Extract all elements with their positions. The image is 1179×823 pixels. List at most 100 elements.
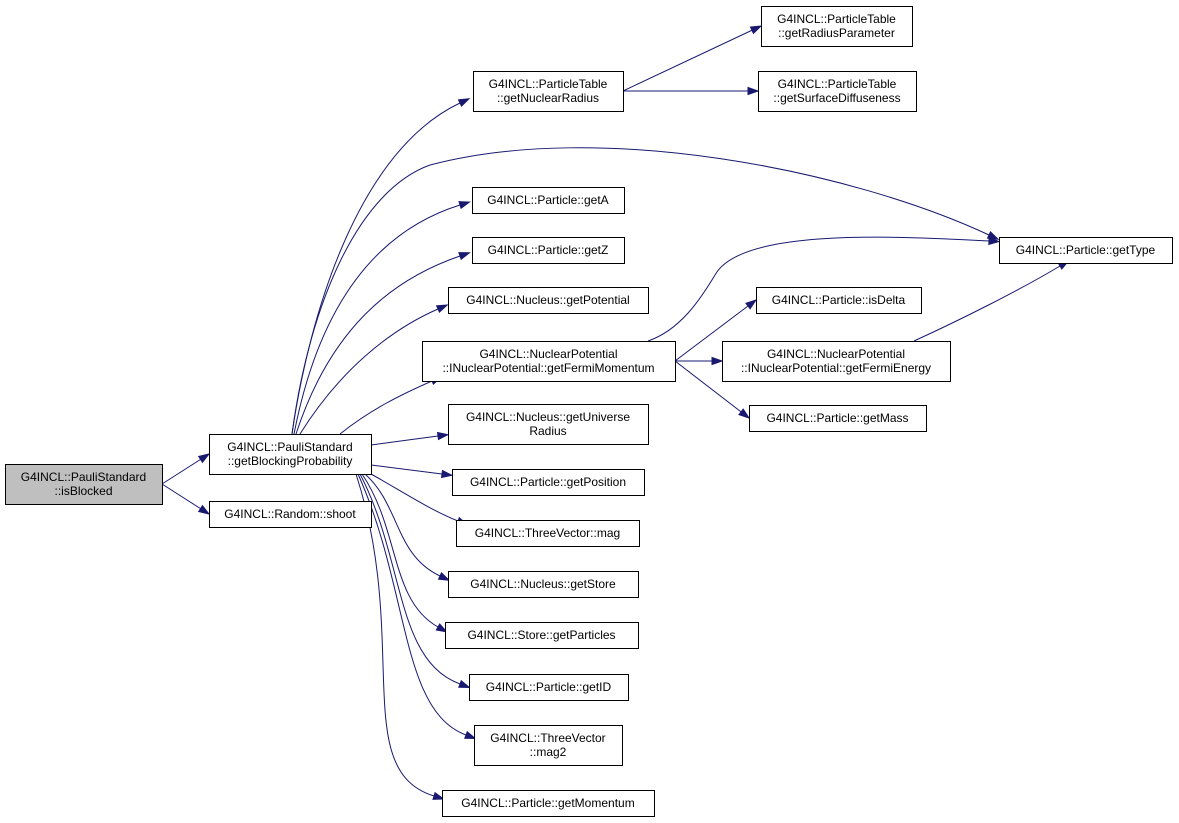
node-label: G4INCL::PauliStandard bbox=[227, 440, 352, 454]
arrowhead-getNuclearRadius-to-getRadiusParameter bbox=[749, 25, 763, 35]
node-label: G4INCL::Store::getParticles bbox=[467, 628, 615, 642]
node-box bbox=[422, 341, 676, 382]
node-box bbox=[472, 187, 625, 214]
node-getParticles[interactable]: G4INCL::Store::getParticles bbox=[445, 622, 639, 649]
node-label: G4INCL::Nucleus::getPotential bbox=[466, 293, 629, 307]
arrowhead-getBlockingProbability-to-getStore bbox=[437, 571, 451, 581]
node-getBlockingProbability[interactable]: G4INCL::PauliStandard::getBlockingProbab… bbox=[209, 434, 372, 475]
node-box bbox=[758, 71, 917, 112]
node-label: G4INCL::Nucleus::getUniverse bbox=[466, 410, 630, 424]
node-label: ::getNuclearRadius bbox=[497, 91, 599, 105]
node-getStore[interactable]: G4INCL::Nucleus::getStore bbox=[448, 571, 639, 598]
node-getType[interactable]: G4INCL::Particle::getType bbox=[999, 237, 1173, 264]
node-label: G4INCL::Particle::getZ bbox=[488, 243, 609, 257]
node-label: G4INCL::Particle::getA bbox=[487, 193, 608, 207]
arrowhead-getFermiMomentum-to-isDelta bbox=[745, 299, 758, 310]
node-mag2[interactable]: G4INCL::ThreeVector::mag2 bbox=[474, 725, 623, 766]
call-graph-nodes: G4INCL::PauliStandard::isBlockedG4INCL::… bbox=[5, 6, 1173, 817]
node-box bbox=[756, 287, 922, 314]
node-box bbox=[473, 71, 624, 112]
arrowhead-isBlocked-to-getBlockingProbability bbox=[197, 453, 211, 464]
node-label: ::getRadiusParameter bbox=[778, 26, 895, 40]
node-getFermiMomentum[interactable]: G4INCL::NuclearPotential::INuclearPotent… bbox=[422, 341, 676, 382]
node-box bbox=[999, 237, 1173, 264]
node-label: G4INCL::Particle::getPosition bbox=[470, 475, 626, 489]
arrowhead-getBlockingProbability-to-mag2 bbox=[464, 730, 477, 740]
edge-getBlockingProbability-to-getZ bbox=[295, 255, 461, 435]
node-label: G4INCL::Particle::getMomentum bbox=[461, 796, 634, 810]
node-getPosition[interactable]: G4INCL::Particle::getPosition bbox=[452, 469, 645, 496]
arrowhead-getFermiMomentum-to-getMass bbox=[738, 408, 751, 419]
arrowhead-getBlockingProbability-to-getUniverseRadius bbox=[436, 431, 450, 441]
node-getSurfaceDiffuseness[interactable]: G4INCL::ParticleTable::getSurfaceDiffuse… bbox=[758, 71, 917, 112]
arrowhead-getBlockingProbability-to-getZ bbox=[458, 252, 471, 261]
node-box bbox=[448, 404, 649, 445]
node-getA[interactable]: G4INCL::Particle::getA bbox=[472, 187, 625, 214]
node-getPotential[interactable]: G4INCL::Nucleus::getPotential bbox=[448, 287, 649, 314]
edge-getBlockingProbability-to-getType bbox=[291, 147, 990, 435]
arrowhead-getBlockingProbability-to-getPosition bbox=[440, 469, 454, 479]
node-label: G4INCL::Particle::isDelta bbox=[772, 293, 906, 307]
call-graph-edges bbox=[161, 25, 1070, 800]
node-box bbox=[469, 674, 629, 701]
edge-getFermiMomentum-to-getType bbox=[647, 236, 990, 342]
arrowhead-getNuclearRadius-to-getSurfaceDiffuseness bbox=[747, 86, 760, 96]
edge-getBlockingProbability-to-mag bbox=[370, 473, 459, 522]
edge-isBlocked-to-shoot bbox=[161, 483, 201, 510]
node-label: ::mag2 bbox=[530, 745, 567, 759]
arrowhead-getBlockingProbability-to-getParticles bbox=[435, 623, 449, 633]
node-box bbox=[722, 341, 951, 382]
node-box bbox=[474, 725, 623, 766]
edge-getBlockingProbability-to-getNuclearRadius bbox=[291, 102, 461, 435]
edge-getBlockingProbability-to-getParticles bbox=[361, 473, 439, 628]
node-label: ::isBlocked bbox=[54, 484, 112, 498]
edge-getBlockingProbability-to-getUniverseRadius bbox=[370, 435, 439, 446]
node-box bbox=[761, 6, 913, 47]
node-box bbox=[448, 571, 639, 598]
node-label: G4INCL::Particle::getMass bbox=[766, 411, 908, 425]
node-getFermiEnergy[interactable]: G4INCL::NuclearPotential::INuclearPotent… bbox=[722, 341, 951, 382]
node-box bbox=[456, 520, 640, 547]
node-getZ[interactable]: G4INCL::Particle::getZ bbox=[472, 237, 625, 264]
edge-getFermiMomentum-to-getMass bbox=[674, 360, 742, 413]
node-label: G4INCL::ParticleTable bbox=[778, 77, 897, 91]
arrowhead-getBlockingProbability-to-getID bbox=[458, 679, 471, 688]
node-label: G4INCL::Particle::getType bbox=[1016, 243, 1156, 257]
node-label: G4INCL::ParticleTable bbox=[777, 12, 896, 26]
node-mag[interactable]: G4INCL::ThreeVector::mag bbox=[456, 520, 640, 547]
node-getNuclearRadius[interactable]: G4INCL::ParticleTable::getNuclearRadius bbox=[473, 71, 624, 112]
node-label: ::getBlockingProbability bbox=[228, 454, 353, 468]
node-box bbox=[5, 464, 163, 505]
node-box bbox=[209, 434, 372, 475]
edge-getBlockingProbability-to-getA bbox=[293, 204, 461, 435]
node-isBlocked[interactable]: G4INCL::PauliStandard::isBlocked bbox=[5, 464, 163, 505]
edge-getFermiMomentum-to-isDelta bbox=[674, 305, 749, 362]
edge-getNuclearRadius-to-getRadiusParameter bbox=[622, 29, 753, 92]
node-getMomentum[interactable]: G4INCL::Particle::getMomentum bbox=[442, 790, 655, 817]
edge-getFermiEnergy-to-getType bbox=[913, 265, 1061, 342]
arrowhead-getBlockingProbability-to-getNuclearRadius bbox=[457, 98, 471, 108]
arrowhead-getFermiMomentum-to-getType bbox=[988, 236, 1001, 246]
arrowhead-getBlockingProbability-to-getPotential bbox=[435, 304, 449, 314]
edge-getBlockingProbability-to-getID bbox=[359, 473, 461, 685]
arrowhead-getFermiMomentum-to-getFermiEnergy bbox=[711, 356, 724, 366]
node-shoot[interactable]: G4INCL::Random::shoot bbox=[209, 501, 372, 528]
node-getRadiusParameter[interactable]: G4INCL::ParticleTable::getRadiusParamete… bbox=[761, 6, 913, 47]
node-label: G4INCL::ThreeVector::mag bbox=[475, 526, 620, 540]
node-label: G4INCL::ThreeVector bbox=[490, 731, 605, 745]
node-isDelta[interactable]: G4INCL::Particle::isDelta bbox=[756, 287, 922, 314]
node-getMass[interactable]: G4INCL::Particle::getMass bbox=[749, 405, 927, 432]
edge-isBlocked-to-getBlockingProbability bbox=[161, 458, 201, 485]
node-label: G4INCL::ParticleTable bbox=[489, 77, 608, 91]
edge-getBlockingProbability-to-getMomentum bbox=[355, 473, 435, 797]
node-label: G4INCL::NuclearPotential bbox=[479, 347, 617, 361]
node-label: ::getSurfaceDiffuseness bbox=[773, 91, 900, 105]
node-label: ::INuclearPotential::getFermiMomentum bbox=[442, 361, 654, 375]
arrowhead-getBlockingProbability-to-getMomentum bbox=[432, 791, 445, 800]
node-box bbox=[448, 287, 649, 314]
node-getID[interactable]: G4INCL::Particle::getID bbox=[469, 674, 629, 701]
edge-getBlockingProbability-to-getFermiMomentum bbox=[339, 380, 433, 435]
node-box bbox=[209, 501, 372, 528]
